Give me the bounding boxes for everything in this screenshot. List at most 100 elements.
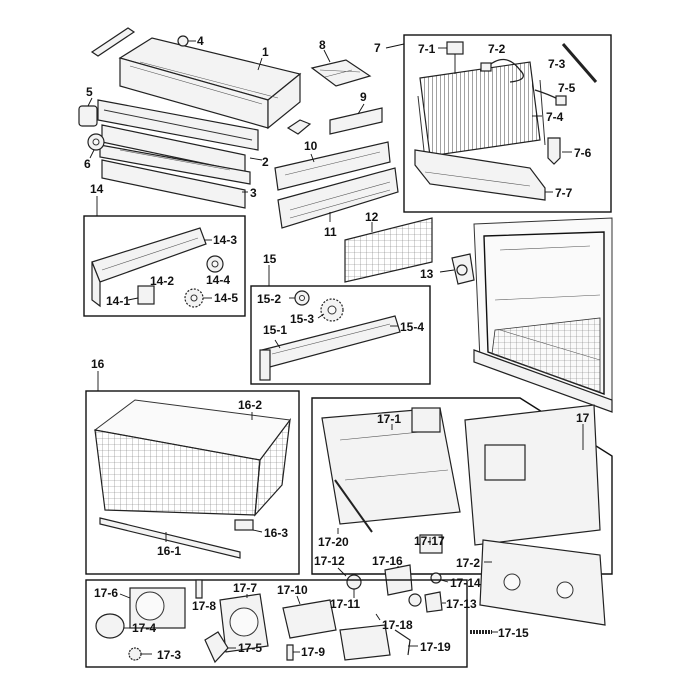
- label-17-5: 17-5: [238, 641, 262, 655]
- callout-7-2[interactable]: 7-2: [488, 42, 506, 56]
- callout-17-13[interactable]: 17-13: [442, 597, 477, 611]
- callout-17-1[interactable]: 17-1: [377, 412, 401, 430]
- callout-12[interactable]: 12: [365, 210, 379, 232]
- label-17: 17: [576, 411, 590, 425]
- callout-13[interactable]: 13: [420, 267, 455, 281]
- callout-1[interactable]: 1: [257, 45, 269, 71]
- label-5: 5: [86, 85, 93, 99]
- callout-17-3[interactable]: 17-3: [141, 648, 181, 662]
- label-17-9: 17-9: [301, 645, 325, 659]
- callout-9[interactable]: 9: [357, 90, 367, 115]
- label-17-6: 17-6: [94, 586, 118, 600]
- callout-17-5[interactable]: 17-5: [228, 641, 262, 655]
- callout-14[interactable]: 14: [90, 182, 104, 216]
- label-1: 1: [262, 45, 269, 59]
- callout-16-3[interactable]: 16-3: [252, 526, 288, 540]
- label-14-2: 14-2: [150, 274, 174, 288]
- label-7-4: 7-4: [546, 110, 564, 124]
- callout-7-5[interactable]: 7-5: [558, 81, 576, 95]
- callout-17[interactable]: 17: [576, 411, 590, 450]
- callout-14-4[interactable]: 14-4: [206, 273, 230, 287]
- callout-15-3[interactable]: 15-3: [290, 312, 325, 326]
- crisper-drawer-group: [78, 27, 475, 285]
- label-16-1: 16-1: [157, 544, 181, 558]
- callout-17-2[interactable]: 17-2: [456, 556, 492, 570]
- box-15: [250, 285, 431, 385]
- label-15-4: 15-4: [400, 320, 424, 334]
- label-3: 3: [250, 186, 257, 200]
- label-7-7: 7-7: [555, 186, 573, 200]
- callout-17-7[interactable]: 17-7: [233, 581, 257, 598]
- label-7: 7: [374, 41, 381, 55]
- callout-7-6[interactable]: 7-6: [562, 146, 592, 160]
- label-13: 13: [420, 267, 434, 281]
- callout-16-2[interactable]: 16-2: [238, 398, 262, 420]
- callout-3[interactable]: 3: [242, 186, 257, 200]
- callout-7-7[interactable]: 7-7: [545, 186, 573, 200]
- callout-17-10[interactable]: 17-10: [277, 583, 308, 605]
- label-17-1: 17-1: [377, 412, 401, 426]
- callout-10[interactable]: 10: [304, 139, 318, 163]
- label-2: 2: [262, 155, 269, 169]
- label-9: 9: [360, 90, 367, 104]
- label-17-10: 17-10: [277, 583, 308, 597]
- callout-6[interactable]: 6: [84, 149, 95, 171]
- callout-14-2[interactable]: 14-2: [150, 274, 174, 288]
- callout-17-12[interactable]: 17-12: [314, 554, 347, 577]
- callout-17-4[interactable]: 17-4: [124, 621, 156, 635]
- box-16: [85, 390, 300, 575]
- label-7-6: 7-6: [574, 146, 592, 160]
- callout-7-3[interactable]: 7-3: [548, 57, 566, 71]
- callout-17-14[interactable]: 17-14: [440, 576, 481, 590]
- callout-2[interactable]: 2: [249, 155, 269, 169]
- callout-17-11[interactable]: 17-11: [330, 589, 360, 611]
- callout-5[interactable]: 5: [86, 85, 93, 107]
- label-7-3: 7-3: [548, 57, 566, 71]
- callout-7-1[interactable]: 7-1: [418, 42, 447, 56]
- callout-14-1[interactable]: 14-1: [106, 294, 139, 308]
- callout-15-1[interactable]: 15-1: [263, 323, 287, 349]
- label-17-17: 17-17: [414, 534, 445, 548]
- callout-17-9[interactable]: 17-9: [293, 645, 325, 659]
- callout-7[interactable]: 7: [374, 41, 405, 55]
- callout-15[interactable]: 15: [263, 252, 277, 286]
- label-17-15: 17-15: [498, 626, 529, 640]
- label-16-2: 16-2: [238, 398, 262, 412]
- label-7-5: 7-5: [558, 81, 576, 95]
- callout-17-17[interactable]: 17-17: [414, 534, 445, 548]
- label-14-1: 14-1: [106, 294, 130, 308]
- label-17-12: 17-12: [314, 554, 345, 568]
- callout-14-5[interactable]: 14-5: [203, 291, 238, 305]
- callout-15-2[interactable]: 15-2: [257, 292, 295, 306]
- label-11: 11: [324, 225, 337, 239]
- callout-17-6[interactable]: 17-6: [94, 586, 131, 600]
- label-15-2: 15-2: [257, 292, 281, 306]
- callout-16-1[interactable]: 16-1: [157, 532, 181, 558]
- label-7-2: 7-2: [488, 42, 506, 56]
- callout-7-4[interactable]: 7-4: [532, 110, 564, 124]
- callout-17-15[interactable]: 17-15: [492, 626, 529, 640]
- callout-4[interactable]: 4: [188, 34, 204, 48]
- label-16: 16: [91, 357, 105, 371]
- callout-17-16[interactable]: 17-16: [372, 554, 403, 568]
- label-17-20: 17-20: [318, 535, 349, 549]
- label-14-3: 14-3: [213, 233, 237, 247]
- label-14-4: 14-4: [206, 273, 230, 287]
- callout-16[interactable]: 16: [91, 357, 105, 391]
- label-6: 6: [84, 157, 91, 171]
- callout-14-3[interactable]: 14-3: [204, 233, 237, 247]
- cabinet: [473, 217, 613, 413]
- label-17-16: 17-16: [372, 554, 403, 568]
- callout-11[interactable]: 11: [324, 212, 337, 239]
- callout-17-8[interactable]: 17-8: [192, 599, 216, 613]
- label-15: 15: [263, 252, 277, 266]
- label-17-7: 17-7: [233, 581, 257, 595]
- box-17: [311, 397, 613, 626]
- callout-15-4[interactable]: 15-4: [390, 320, 424, 334]
- box-14: [83, 215, 246, 317]
- callout-17-18[interactable]: 17-18: [375, 613, 413, 632]
- callout-17-20[interactable]: 17-20: [318, 528, 349, 549]
- callout-17-19[interactable]: 17-19: [408, 640, 451, 654]
- callout-8[interactable]: 8: [319, 38, 331, 63]
